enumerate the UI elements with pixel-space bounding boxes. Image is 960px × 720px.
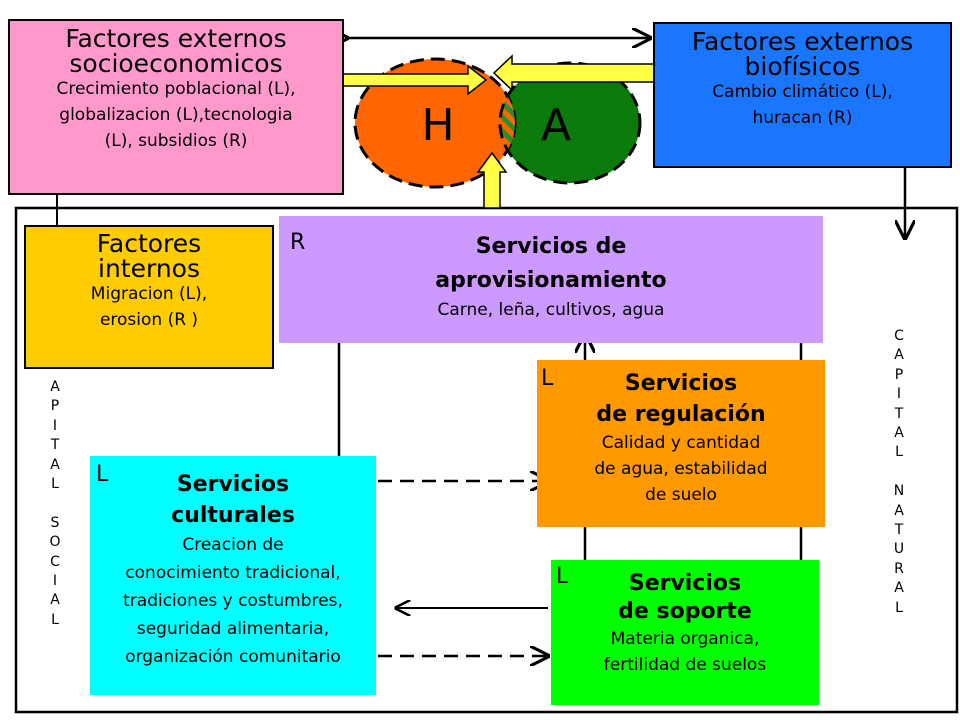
capital-natural-letter: T bbox=[894, 405, 904, 422]
capital-natural-letter: A bbox=[894, 580, 904, 597]
capital-natural-letter: U bbox=[893, 541, 905, 558]
capital-natural-letter: A bbox=[894, 425, 904, 442]
bio-desc-line2: huracan (R) bbox=[752, 108, 853, 128]
regulation-tag: L bbox=[541, 366, 554, 391]
provisioning-title-line2: aprovisionamiento bbox=[435, 268, 667, 293]
cultural-title-line1: Servicios bbox=[176, 472, 290, 497]
support-desc-line2: fertilidad de suelos bbox=[603, 655, 767, 675]
bio-title-line2: biofísicos bbox=[744, 52, 861, 81]
socio-desc-line1: Crecimiento poblacional (L), bbox=[56, 79, 296, 99]
cultural-services-box: Servicios culturales Creacion de conocim… bbox=[90, 456, 376, 695]
venn-label-h: H bbox=[421, 100, 454, 151]
capital-social-letter: L bbox=[51, 476, 59, 493]
capital-natural-letter: A bbox=[894, 347, 904, 364]
support-desc-line1: Materia organica, bbox=[610, 629, 760, 649]
support-services-box: Servicios de soporte Materia organica, f… bbox=[551, 560, 819, 705]
capital-natural-letter: L bbox=[895, 599, 903, 616]
capital-natural-letter: T bbox=[894, 522, 904, 539]
cultural-tag: L bbox=[96, 462, 109, 487]
support-tag: L bbox=[556, 564, 569, 589]
capital-social-letter: C bbox=[50, 553, 60, 570]
capital-social-letter: O bbox=[49, 534, 61, 551]
cultural-desc-line1: Creacion de bbox=[182, 535, 284, 555]
cultural-desc-line3: tradiciones y costumbres, bbox=[123, 591, 343, 611]
provisioning-desc-line1: Carne, leña, cultivos, agua bbox=[437, 300, 665, 320]
capital-social-letter: I bbox=[52, 573, 58, 590]
internal-desc-line1: Migracion (L), bbox=[90, 284, 208, 304]
capital-natural-letter: A bbox=[894, 502, 904, 519]
capital-natural-letter: N bbox=[893, 483, 905, 500]
capital-natural-label: C A P I T A L N A T U R A L bbox=[889, 327, 909, 618]
internal-desc-line2: erosion (R ) bbox=[99, 310, 199, 330]
bio-title-line1: Factores externos bbox=[691, 27, 914, 56]
bio-desc-line1: Cambio climático (L), bbox=[712, 82, 893, 102]
capital-social-letter: A bbox=[50, 456, 60, 473]
socio-title-line1: Factores externos bbox=[65, 24, 287, 53]
cultural-desc-line2: conocimiento tradicional, bbox=[125, 563, 341, 583]
capital-natural-gap bbox=[889, 463, 909, 482]
capital-natural-letter: C bbox=[894, 328, 904, 344]
cultural-title-line2: culturales bbox=[171, 503, 295, 528]
regulation-desc-line1: Calidad y cantidad bbox=[601, 433, 761, 453]
capital-social-letter: T bbox=[50, 437, 60, 454]
capital-social-letter: A bbox=[50, 592, 60, 609]
capital-natural-letter: I bbox=[896, 386, 902, 403]
socio-input-arrow bbox=[335, 64, 488, 96]
services-up-arrow bbox=[476, 151, 508, 209]
environment-ellipse bbox=[498, 61, 642, 185]
regulation-desc-line2: de agua, estabilidad bbox=[594, 459, 768, 479]
capital-social-letter: L bbox=[51, 611, 59, 628]
provisioning-tag: R bbox=[290, 230, 306, 255]
external-socioeconomic-factors-box: Factores externos socioeconomicos Crecim… bbox=[8, 19, 344, 195]
capital-social-gap bbox=[45, 494, 65, 513]
capital-social-letter: P bbox=[50, 398, 60, 415]
cultural-desc-line4: seguridad alimentaria, bbox=[136, 619, 330, 639]
capital-social-letter: S bbox=[50, 514, 60, 531]
regulation-desc-line3: de suelo bbox=[645, 485, 717, 505]
support-title-line1: Servicios bbox=[628, 571, 742, 596]
external-biophysical-factors-box: Factores externos biofísicos Cambio clim… bbox=[653, 22, 952, 168]
socio-desc-line3: (L), subsidios (R) bbox=[104, 131, 248, 151]
socio-desc-line2: globalizacion (L),tecnologia bbox=[59, 105, 293, 125]
internal-title-line2: internos bbox=[98, 254, 200, 283]
bio-input-arrow bbox=[492, 54, 663, 92]
regulation-title-line2: de regulación bbox=[596, 402, 766, 427]
capital-natural-letter: P bbox=[894, 366, 904, 383]
socio-title-line2: socioeconomicos bbox=[69, 49, 283, 78]
capital-social-letter: I bbox=[52, 417, 58, 434]
capital-social-letter: A bbox=[50, 379, 60, 395]
capital-natural-letter: L bbox=[895, 444, 903, 461]
venn-label-a: A bbox=[541, 100, 571, 151]
support-title-line2: de soporte bbox=[618, 599, 752, 624]
provisioning-services-box: Servicios de aprovisionamiento Carne, le… bbox=[279, 216, 823, 343]
internal-factors-box: Factores internos Migracion (L), erosion… bbox=[24, 225, 274, 369]
cultural-desc-line5: organización comunitario bbox=[125, 647, 341, 667]
capital-social-label: A P I T A L S O C I A L bbox=[45, 378, 65, 630]
regulation-title-line1: Servicios bbox=[624, 371, 738, 396]
regulation-services-box: Servicios de regulación Calidad y cantid… bbox=[537, 360, 825, 527]
capital-natural-letter: R bbox=[894, 560, 904, 577]
internal-title-line1: Factores bbox=[96, 229, 202, 258]
provisioning-title-line1: Servicios de bbox=[475, 234, 627, 259]
